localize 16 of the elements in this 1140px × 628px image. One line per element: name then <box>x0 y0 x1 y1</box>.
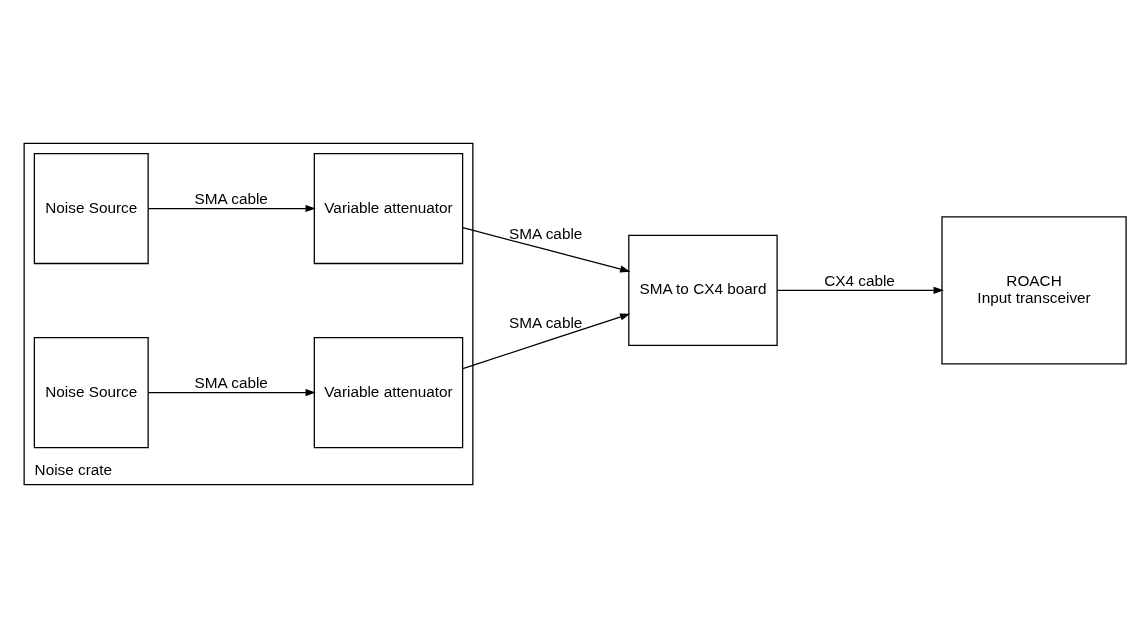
node-box: Noise Source <box>33 337 149 449</box>
arrow <box>462 313 631 370</box>
edge-label: CX4 cable <box>824 272 895 289</box>
node-box: Noise Source <box>33 152 149 265</box>
node-box: Variable attenuator <box>313 152 464 265</box>
node-box: ROACH Input transceiver <box>941 216 1127 365</box>
edge-label: SMA cable <box>194 190 268 208</box>
node-box: Variable attenuator <box>313 337 464 449</box>
edge-label: SMA cable <box>509 314 583 332</box>
edge-label: SMA cable <box>194 374 268 392</box>
arrow <box>147 389 316 397</box>
arrow <box>776 286 944 294</box>
node-box: SMA to CX4 board <box>628 234 778 346</box>
arrow <box>147 204 316 213</box>
arrow <box>462 227 631 273</box>
edge-label: SMA cable <box>509 224 583 242</box>
